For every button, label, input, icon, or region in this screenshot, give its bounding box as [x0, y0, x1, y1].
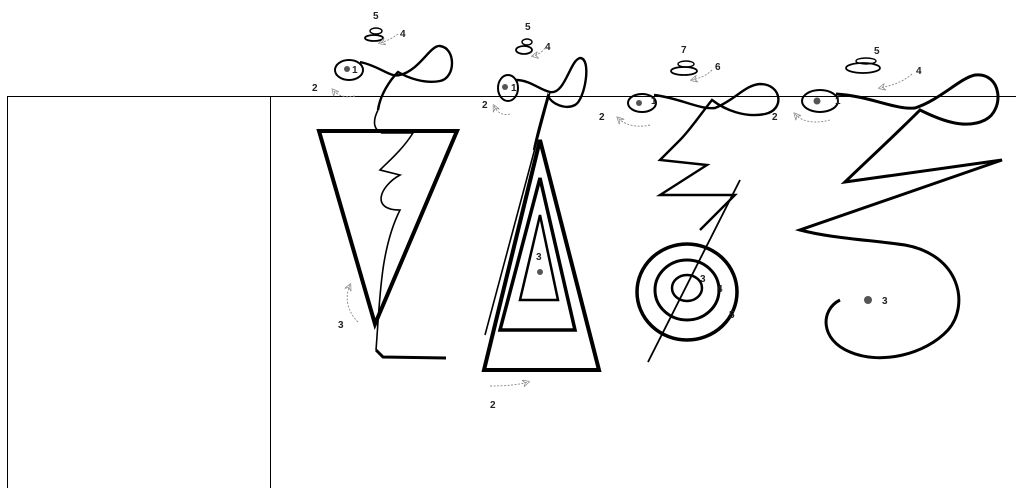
label-1-g4: 1 [835, 96, 841, 107]
arrow-2-3 [618, 118, 650, 126]
label-3-g3: 3 [700, 274, 706, 285]
label-2-g3: 2 [599, 112, 605, 123]
start-dot-2 [502, 84, 508, 90]
label-1-g3: 1 [651, 96, 657, 107]
glyph-2: 1 2 2 3 4 5 [482, 22, 599, 411]
triangle-1 [319, 131, 457, 324]
infinity-stroke-4 [800, 75, 1002, 358]
label-4-g3: 4 [717, 284, 723, 295]
label-5-g4: 5 [874, 46, 880, 57]
label-1-g1: 1 [352, 65, 358, 76]
arrow-4-4 [880, 74, 912, 88]
arrow-2b-2 [490, 382, 528, 386]
label-4-g4: 4 [916, 66, 922, 77]
spine-2 [485, 92, 550, 335]
arrow-4-2 [533, 48, 545, 56]
label-2b-g2: 2 [490, 400, 496, 411]
label-2-g2: 2 [482, 100, 488, 111]
label-2-g1: 2 [312, 83, 318, 94]
label-3-g2: 3 [536, 252, 542, 263]
top-dash-3 [671, 67, 697, 75]
infinity-stroke-3 [654, 84, 778, 230]
glyph-4: 1 3 4 5 [795, 46, 1002, 358]
start-dot-1 [344, 66, 350, 72]
label-5-g1: 5 [373, 11, 379, 22]
spiral-mid-3 [655, 260, 719, 320]
arrow-6-3 [692, 70, 712, 80]
infinity-stroke-1 [360, 46, 452, 110]
center-dot-2 [537, 269, 543, 275]
label-6-g3: 6 [715, 62, 721, 73]
arrow-2-4 [795, 114, 830, 122]
glyph-1: 1 2 3 4 5 [312, 11, 457, 358]
label-3-g1: 3 [338, 320, 344, 331]
label-4-g1: 4 [400, 29, 406, 40]
label-2b-g3: 2 [772, 112, 778, 123]
arrow-2-1 [333, 90, 355, 97]
start-dot-3 [636, 100, 642, 106]
top-ring-2 [522, 39, 532, 45]
top-ring-1 [370, 28, 382, 34]
tail-1 [376, 350, 446, 358]
top-dash-2 [516, 46, 532, 54]
label-7-g3: 7 [681, 45, 687, 56]
arrow-3-1 [347, 285, 358, 322]
start-dot-4 [814, 98, 821, 105]
label-4-g2: 4 [545, 42, 551, 53]
label-1-g2: 1 [511, 83, 517, 94]
label-5-g3: 5 [729, 310, 735, 321]
infinity-stroke-2 [516, 58, 586, 150]
center-dot-4 [864, 296, 872, 304]
label-3-g4: 3 [882, 296, 888, 307]
top-ring-3 [678, 61, 694, 67]
spiral-inner-3 [672, 275, 702, 301]
top-dash-1 [365, 35, 383, 41]
glyph-3: 1 2 2 3 4 5 6 7 [599, 45, 778, 362]
arrow-2-2 [494, 106, 510, 115]
label-5-g2: 5 [525, 22, 531, 33]
